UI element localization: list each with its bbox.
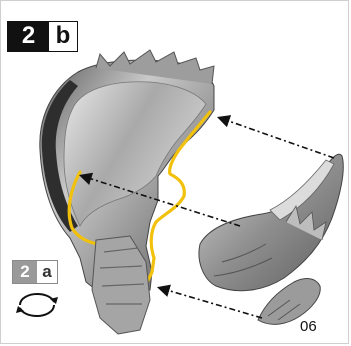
guide-arrow-bottom: [160, 288, 262, 318]
step-badge: 2 b: [7, 21, 78, 52]
guide-arrow-top: [220, 118, 334, 158]
rotate-arrows-icon: [14, 290, 60, 320]
step-letter: b: [49, 22, 77, 51]
step-number: 2: [8, 22, 49, 51]
reference-step-number: 2: [13, 261, 37, 283]
reference-step-letter: a: [37, 261, 57, 283]
reference-step-badge: 2 a: [12, 260, 58, 284]
part-number-label: 06: [300, 318, 317, 335]
